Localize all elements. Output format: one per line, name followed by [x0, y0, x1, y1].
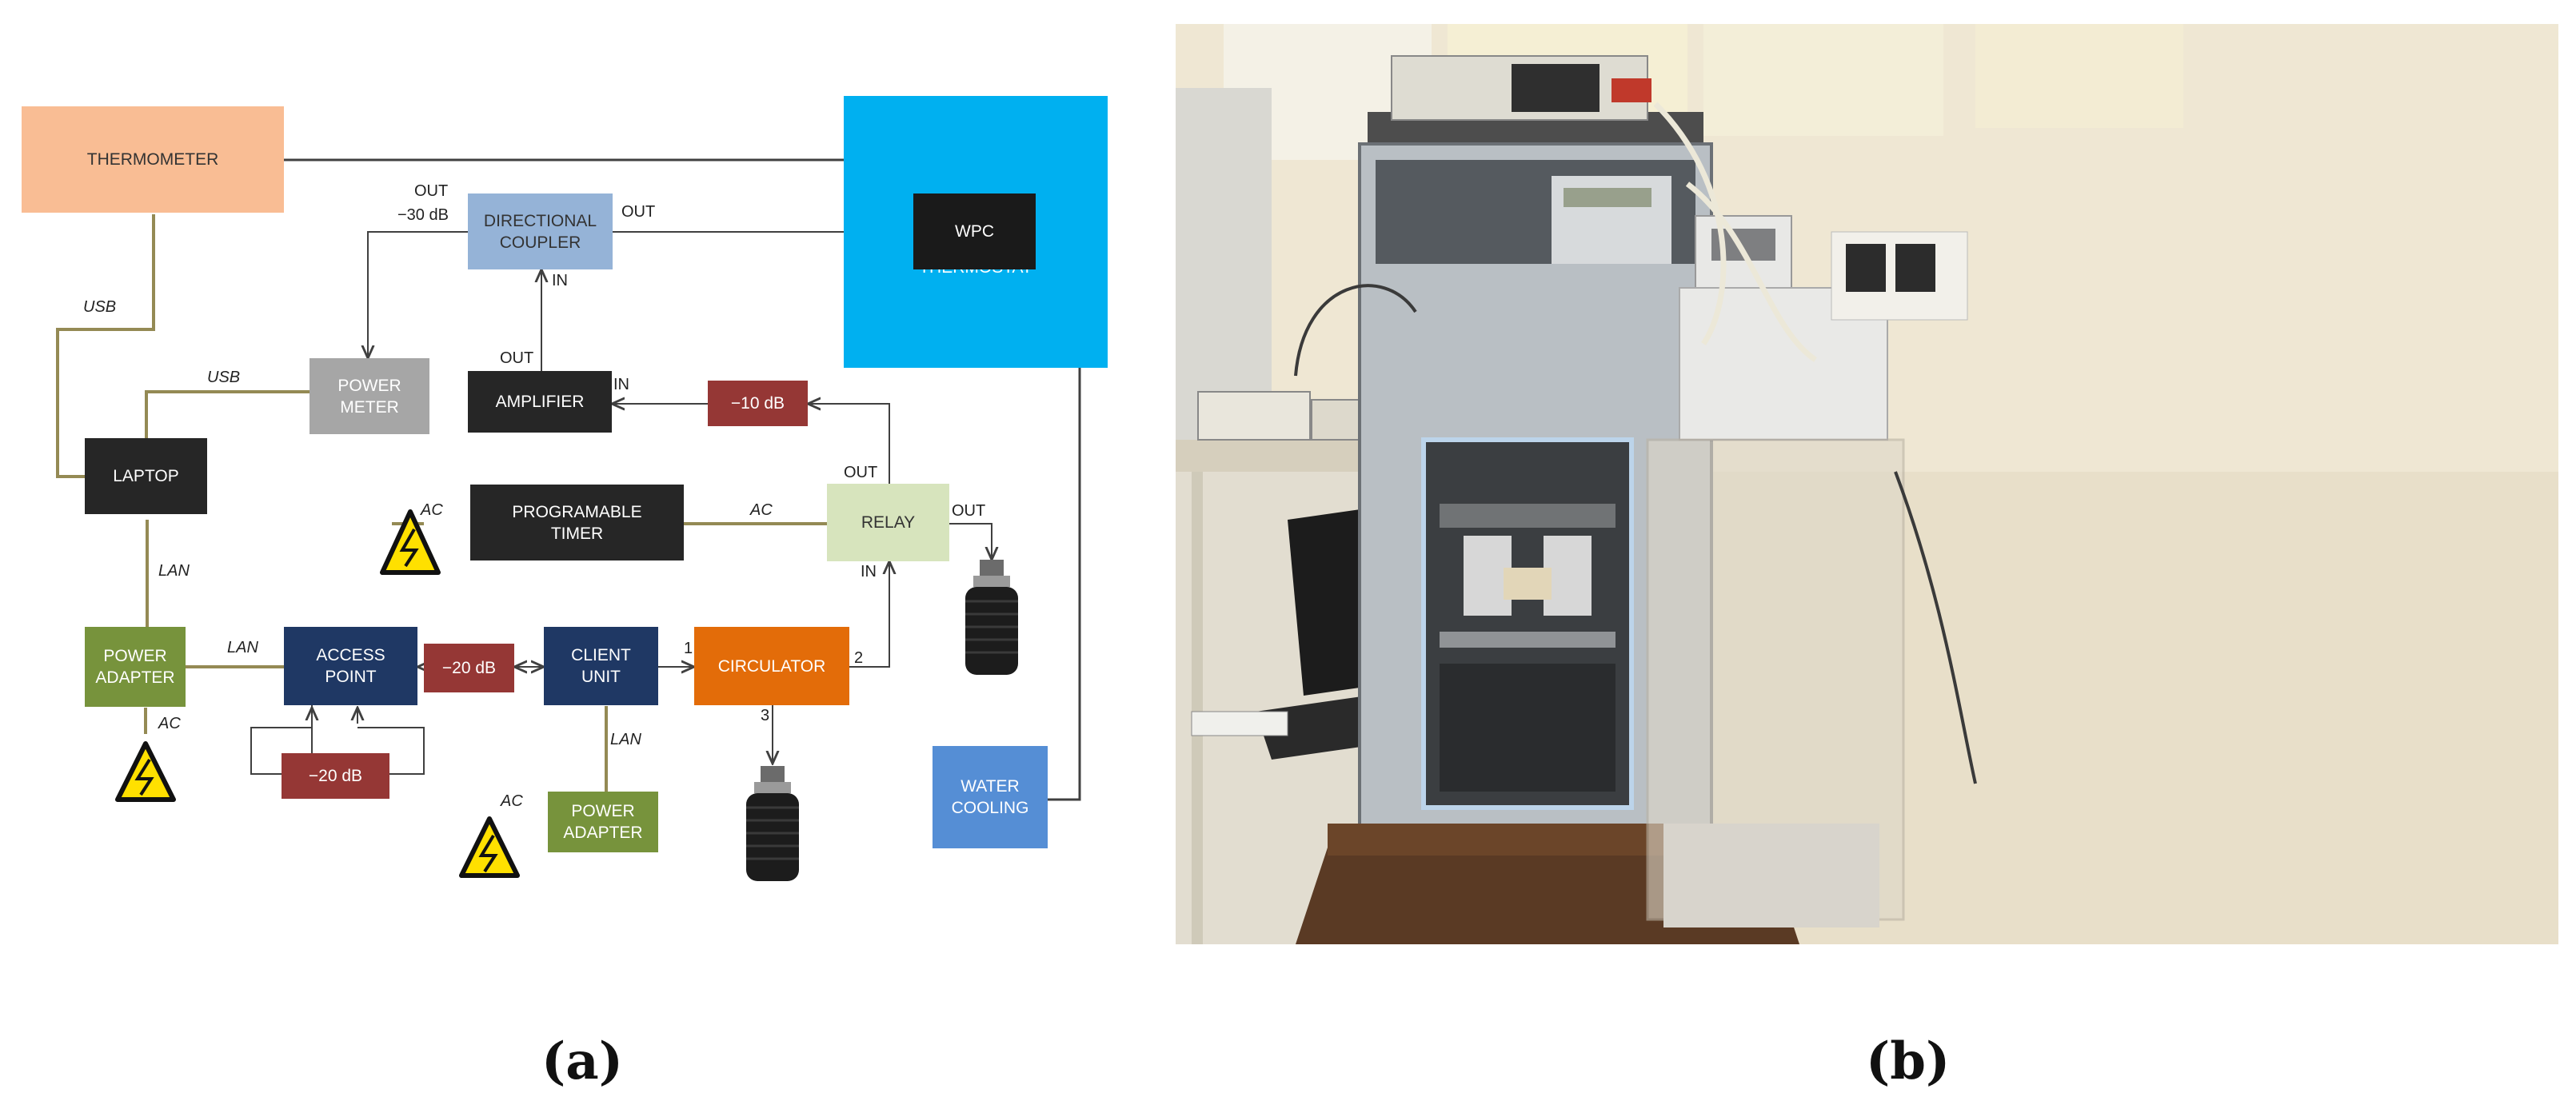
lan-label: LAN [610, 731, 641, 748]
coupler-in-label: IN [552, 272, 568, 289]
ac-warning-icon [459, 816, 520, 878]
relay-out-right-label: OUT [952, 502, 986, 520]
usb-lan-ac-cables [56, 214, 827, 792]
coupler-out-left-label: OUT [414, 182, 449, 200]
access-point-box: ACCESS POINT [284, 627, 417, 705]
amplifier-out-label: OUT [500, 349, 534, 367]
usb-label: USB [83, 298, 117, 316]
circulator-port-2-label: 2 [854, 649, 864, 667]
wpc-box: WPC [913, 193, 1036, 269]
ac-warning-icon [115, 741, 176, 802]
relay-box: RELAY [827, 484, 949, 561]
ac-label: AC [501, 792, 523, 810]
signal-generator-device [1197, 391, 1311, 441]
relay-out-top-label: OUT [844, 464, 878, 481]
attenuator-minus20db-a: −20 dB [424, 644, 514, 692]
power-meter-box: POWER METER [310, 358, 429, 434]
amplifier-box: AMPLIFIER [468, 371, 612, 433]
laptop-box: LAPTOP [85, 438, 207, 514]
power-adapter-box: POWER ADAPTER [548, 792, 658, 852]
programable-timer-box: PROGRAMABLE TIMER [470, 485, 684, 560]
circulator-box: CIRCULATOR [694, 627, 849, 705]
lan-label: LAN [158, 562, 190, 580]
amplifier-in-label: IN [613, 376, 629, 393]
coupler-minus30-label: −30 dB [397, 206, 449, 224]
caption-b: (b) [1866, 1031, 1951, 1091]
caption-a: (a) [541, 1031, 624, 1091]
circulator-port-1-label: 1 [684, 640, 693, 657]
coupler-out-right-label: OUT [621, 203, 656, 221]
usb-label: USB [207, 369, 241, 386]
directional-coupler-box: DIRECTIONAL COUPLER [468, 193, 613, 269]
wall-poster [1703, 24, 1943, 136]
attenuator-minus20db-b: −20 dB [282, 753, 389, 799]
block-diagram [56, 158, 1081, 881]
relay-in-label: IN [861, 563, 877, 580]
circulator-port-3-label: 3 [761, 707, 770, 724]
attenuator-minus10db: −10 dB [708, 381, 808, 426]
client-unit-box: CLIENT UNIT [544, 627, 658, 705]
rf-load-icon [965, 560, 1018, 675]
ac-label: AC [158, 715, 181, 732]
thermometer-box: THERMOMETER [22, 106, 284, 213]
ac-label: AC [421, 501, 443, 519]
wall-poster [1975, 24, 2183, 128]
ac-label: AC [750, 501, 773, 519]
rf-load-icon [746, 766, 799, 881]
rf-arrows [250, 232, 992, 775]
ac-warning-icon [380, 509, 441, 575]
water-cooling-box: WATER COOLING [933, 746, 1048, 848]
lab-setup-photo [1176, 24, 2558, 944]
power-adapter-box: POWER ADAPTER [85, 627, 186, 707]
lan-label: LAN [227, 639, 258, 656]
